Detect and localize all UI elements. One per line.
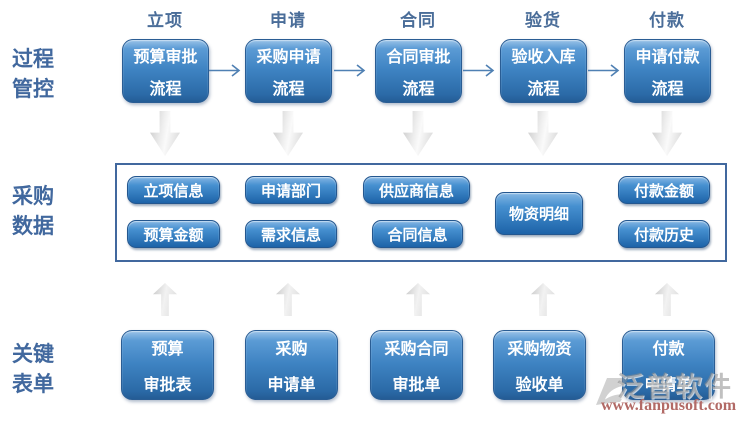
form-box-payment-request-form: 付款 申请单 bbox=[622, 330, 715, 400]
form-box-line: 采购合同 bbox=[384, 341, 449, 358]
down-arrow-icon bbox=[652, 111, 682, 156]
up-arrow-icon bbox=[276, 283, 300, 316]
process-box-contract-approval: 合同审批 流程 bbox=[375, 39, 462, 103]
process-box-line: 流程 bbox=[272, 81, 305, 98]
process-box-line: 申请付款 bbox=[635, 49, 700, 66]
process-box-line: 流程 bbox=[651, 81, 684, 98]
data-pill-contract-info: 合同信息 bbox=[372, 220, 463, 248]
form-box-line: 验收单 bbox=[515, 377, 564, 394]
process-box-line: 预算审批 bbox=[133, 49, 198, 66]
stage-4-header: 验货 bbox=[525, 11, 561, 30]
up-arrow-icon bbox=[655, 283, 679, 316]
process-box-line: 流程 bbox=[402, 81, 435, 98]
form-box-line: 采购物资 bbox=[507, 341, 572, 358]
process-box-budget-approval: 预算审批 流程 bbox=[122, 39, 209, 103]
row-label-line: 表单 bbox=[12, 373, 54, 396]
form-box-line: 申请单 bbox=[644, 377, 693, 394]
watermark-brand: 泛普软件 bbox=[617, 372, 733, 402]
row-label-line: 关键 bbox=[12, 343, 54, 366]
data-pill-payment-history: 付款历史 bbox=[618, 220, 710, 248]
process-box-purchase-request: 采购申请 流程 bbox=[245, 39, 332, 103]
down-arrow-icon bbox=[150, 111, 180, 156]
data-pill-payment-amount: 付款金额 bbox=[618, 176, 710, 204]
process-box-payment-request: 申请付款 流程 bbox=[624, 39, 711, 103]
data-pill-project-info: 立项信息 bbox=[127, 176, 220, 204]
process-box-line: 流程 bbox=[527, 81, 560, 98]
form-box-contract-approval-form: 采购合同 审批单 bbox=[370, 330, 463, 400]
flow-arrow-icon bbox=[587, 63, 625, 78]
form-box-line: 申请单 bbox=[267, 377, 316, 394]
row-label-line: 过程 bbox=[12, 48, 54, 71]
data-pill-demand-info: 需求信息 bbox=[245, 220, 337, 248]
down-arrow-icon bbox=[528, 111, 558, 156]
stage-3-header: 合同 bbox=[400, 11, 436, 30]
form-box-material-acceptance-form: 采购物资 验收单 bbox=[493, 330, 586, 400]
row-label-line: 管控 bbox=[12, 78, 54, 101]
row-label-process-control: 过程 管控 bbox=[12, 45, 82, 105]
flow-arrow-icon bbox=[208, 63, 246, 78]
up-arrow-icon bbox=[153, 283, 177, 316]
row-label-key-forms: 关键 表单 bbox=[12, 340, 82, 400]
process-box-line: 合同审批 bbox=[386, 49, 451, 66]
row-label-line: 数据 bbox=[12, 215, 54, 238]
data-pill-budget-amount: 预算金额 bbox=[127, 220, 220, 248]
row-label-line: 采购 bbox=[12, 185, 54, 208]
row-label-purchase-data: 采购 数据 bbox=[12, 182, 82, 242]
fanpu-logo-icon bbox=[596, 378, 629, 405]
form-box-line: 审批表 bbox=[143, 377, 192, 394]
down-arrow-icon bbox=[273, 111, 303, 156]
form-box-line: 审批单 bbox=[392, 377, 441, 394]
process-box-receiving-warehousing: 验收入库 流程 bbox=[500, 39, 587, 103]
purchase-data-panel: 立项信息 预算金额 申请部门 需求信息 供应商信息 合同信息 物资明细 付款金额… bbox=[115, 163, 727, 262]
stage-2-header: 申请 bbox=[270, 11, 306, 30]
stage-1-header: 立项 bbox=[147, 11, 183, 30]
form-box-purchase-request-form: 采购 申请单 bbox=[245, 330, 338, 400]
process-box-line: 流程 bbox=[149, 81, 182, 98]
up-arrow-icon bbox=[406, 283, 430, 316]
watermark-url: www.fanpusoft.com bbox=[601, 397, 737, 414]
form-box-budget-approval-form: 预算 审批表 bbox=[121, 330, 214, 400]
flow-arrow-icon bbox=[462, 63, 500, 78]
data-pill-request-dept: 申请部门 bbox=[245, 176, 337, 204]
form-box-line: 采购 bbox=[275, 341, 308, 358]
data-pill-material-detail: 物资明细 bbox=[495, 192, 583, 235]
process-box-line: 验收入库 bbox=[511, 49, 576, 66]
down-arrow-icon bbox=[403, 111, 433, 156]
form-box-line: 预算 bbox=[151, 341, 184, 358]
flow-arrow-icon bbox=[333, 63, 371, 78]
up-arrow-icon bbox=[531, 283, 555, 316]
form-box-line: 付款 bbox=[652, 341, 685, 358]
stage-5-header: 付款 bbox=[649, 11, 685, 30]
data-pill-supplier-info: 供应商信息 bbox=[363, 176, 470, 204]
process-box-line: 采购申请 bbox=[256, 49, 321, 66]
